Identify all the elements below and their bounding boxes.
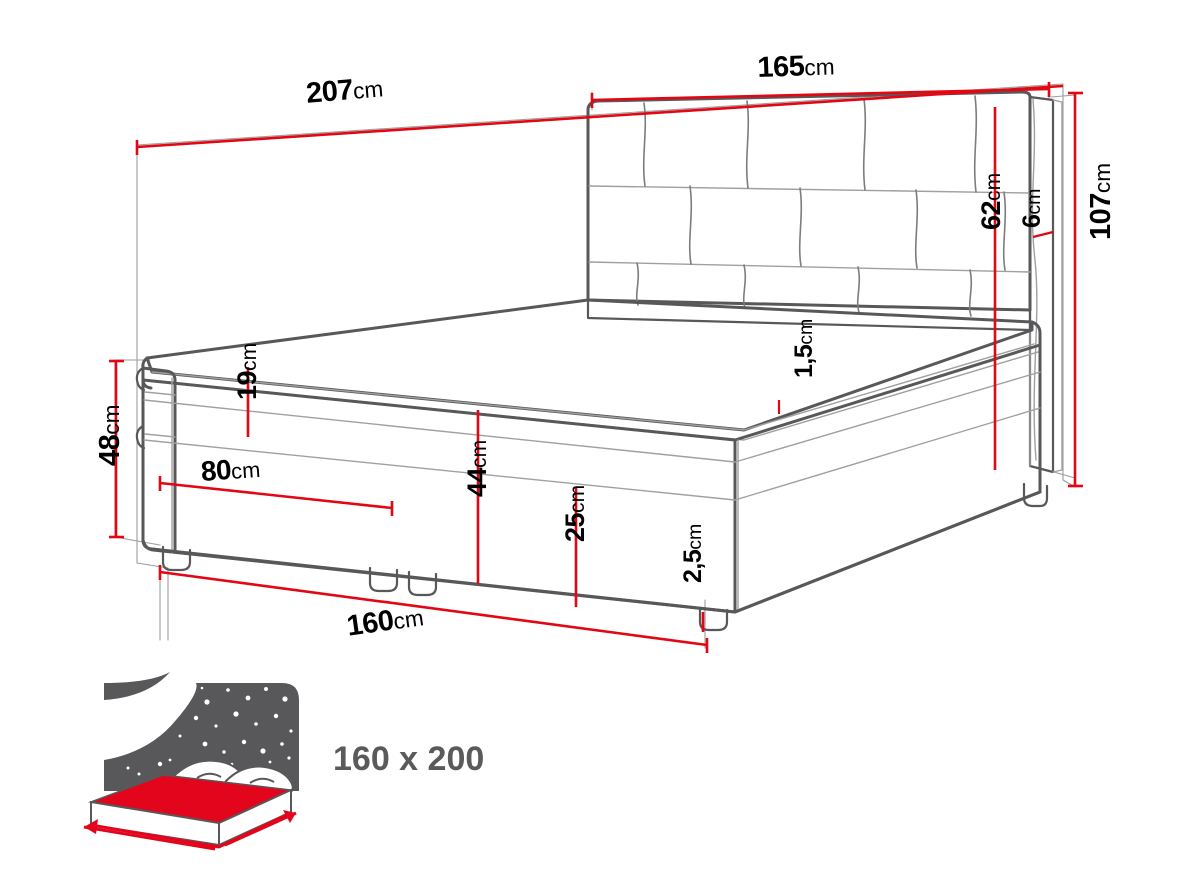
headboard [586, 90, 1063, 474]
dimline-160 [159, 570, 708, 647]
stars-group [111, 686, 293, 776]
dimension-lines [109, 82, 1083, 653]
dimline-80 [159, 481, 393, 510]
dimline-6 [1032, 230, 1054, 239]
bed-legs [161, 482, 1049, 632]
mattress-size-label: 160 x 200 [333, 740, 485, 778]
dimline-165 [591, 87, 1050, 102]
dimline-207 [136, 84, 1064, 149]
mattress-night-sky-icon [83, 672, 299, 851]
bed-base [135, 343, 1042, 614]
